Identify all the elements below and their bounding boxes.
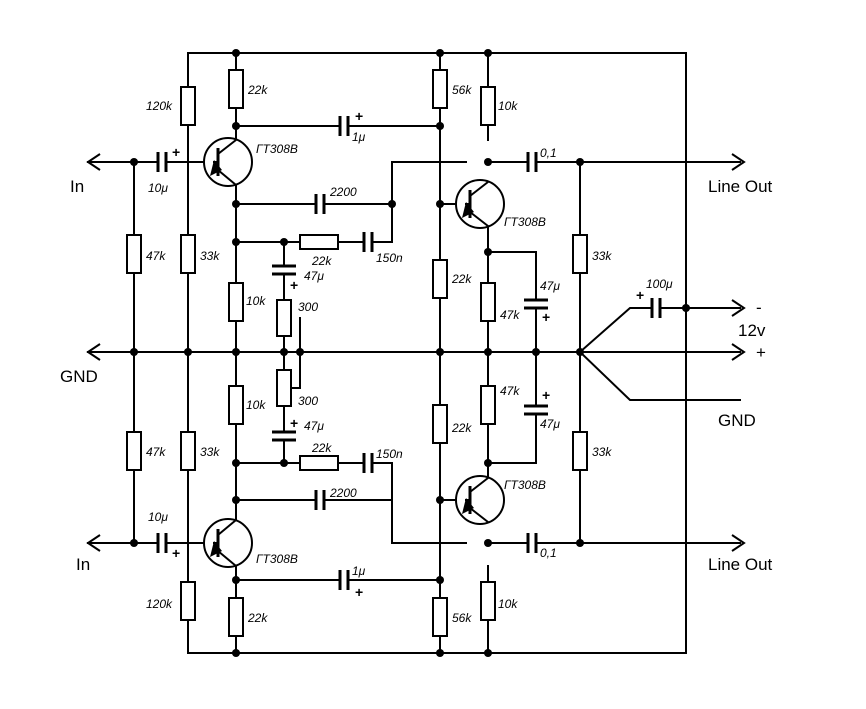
label-120k-top: 120k bbox=[146, 99, 173, 113]
plus-1u-top: + bbox=[355, 108, 363, 124]
label-10k-q1-emitter: 10k bbox=[246, 294, 266, 308]
label-0-1-top: 0,1 bbox=[540, 146, 557, 160]
plus-label: + bbox=[756, 343, 766, 362]
label-33k-left-top: 33k bbox=[200, 249, 220, 263]
label-300-top: 300 bbox=[298, 300, 318, 314]
label-47u-right-top: 47μ bbox=[540, 279, 560, 293]
label-56k-bottom: 56k bbox=[452, 611, 472, 625]
resistors bbox=[126, 69, 588, 637]
label-transistor-q2: ГТ308В bbox=[504, 215, 546, 229]
label-10k-q3-collector: 10k bbox=[498, 597, 518, 611]
supply-label: 12v bbox=[738, 321, 766, 340]
transistor-q1 bbox=[203, 137, 253, 187]
label-47k-q3-emitter: 47k bbox=[500, 384, 520, 398]
transistor-q4 bbox=[203, 518, 253, 568]
junctions bbox=[130, 49, 690, 657]
label-47u-left-bottom: 47μ bbox=[304, 419, 324, 433]
label-56k-top: 56k bbox=[452, 83, 472, 97]
label-transistor-q1: ГТ308В bbox=[256, 142, 298, 156]
in-label-top: In bbox=[70, 177, 84, 196]
plus-47u-left-top: + bbox=[290, 277, 298, 293]
plus-47u-left-bottom: + bbox=[290, 415, 298, 431]
plus-100u: + bbox=[636, 287, 644, 303]
gnd-label-left: GND bbox=[60, 367, 98, 386]
label-1u-bottom: 1μ bbox=[352, 564, 366, 578]
label-22k-q4-collector: 22k bbox=[247, 611, 268, 625]
label-1u-top: 1μ bbox=[352, 130, 366, 144]
plus-47u-right-top: + bbox=[542, 309, 550, 325]
label-47u-left-top: 47μ bbox=[304, 269, 324, 283]
label-10k-q4-emitter: 10k bbox=[246, 398, 266, 412]
label-10u-top: 10μ bbox=[148, 181, 168, 195]
label-2200-top: 2200 bbox=[329, 185, 357, 199]
label-transistor-q3: ГТ308В bbox=[504, 478, 546, 492]
label-100u: 100μ bbox=[646, 277, 673, 291]
label-2200-bottom: 2200 bbox=[329, 486, 357, 500]
label-120k-bottom: 120k bbox=[146, 597, 173, 611]
capacitors bbox=[156, 116, 662, 590]
plus-47u-right-bottom: + bbox=[542, 387, 550, 403]
label-33k-right-bottom: 33k bbox=[592, 445, 612, 459]
plus-10u-top: + bbox=[172, 144, 180, 160]
label-150n-bottom: 150n bbox=[376, 447, 403, 461]
in-label-bottom: In bbox=[76, 555, 90, 574]
label-10u-bottom: 10μ bbox=[148, 510, 168, 524]
io-labels: In GND In Line Out - 12v + GND Line Out bbox=[60, 177, 773, 574]
line-out-label-top: Line Out bbox=[708, 177, 773, 196]
transistor-q3 bbox=[455, 475, 505, 525]
plus-10u-bottom: + bbox=[172, 545, 180, 561]
label-10k-q2-collector: 10k bbox=[498, 99, 518, 113]
line-out-label-bottom: Line Out bbox=[708, 555, 773, 574]
minus-label: - bbox=[756, 298, 762, 317]
label-0-1-bottom: 0,1 bbox=[540, 546, 557, 560]
transistor-q2 bbox=[455, 179, 505, 229]
label-47k-left-bottom: 47k bbox=[146, 445, 166, 459]
plus-1u-bottom: + bbox=[355, 584, 363, 600]
gnd-label-right: GND bbox=[718, 411, 756, 430]
label-47k-q2-emitter: 47k bbox=[500, 308, 520, 322]
label-22k-q2-emitter: 22k bbox=[451, 272, 472, 286]
label-150n-top: 150n bbox=[376, 251, 403, 265]
label-33k-left-bottom: 33k bbox=[200, 445, 220, 459]
label-22k-feedback-top: 22k bbox=[311, 254, 332, 268]
label-300-bottom: 300 bbox=[298, 394, 318, 408]
label-22k-q1-collector: 22k bbox=[247, 83, 268, 97]
component-labels: 120k 22k 1μ + 56k 10k ГТ308В 0,1 10μ + 2… bbox=[146, 83, 673, 625]
arrows bbox=[86, 153, 746, 552]
label-33k-right-top: 33k bbox=[592, 249, 612, 263]
label-22k-feedback-bottom: 22k bbox=[311, 441, 332, 455]
label-47k-left-top: 47k bbox=[146, 249, 166, 263]
label-transistor-q4: ГТ308В bbox=[256, 552, 298, 566]
label-47u-right-bottom: 47μ bbox=[540, 417, 560, 431]
label-22k-q3-emitter: 22k bbox=[451, 421, 472, 435]
